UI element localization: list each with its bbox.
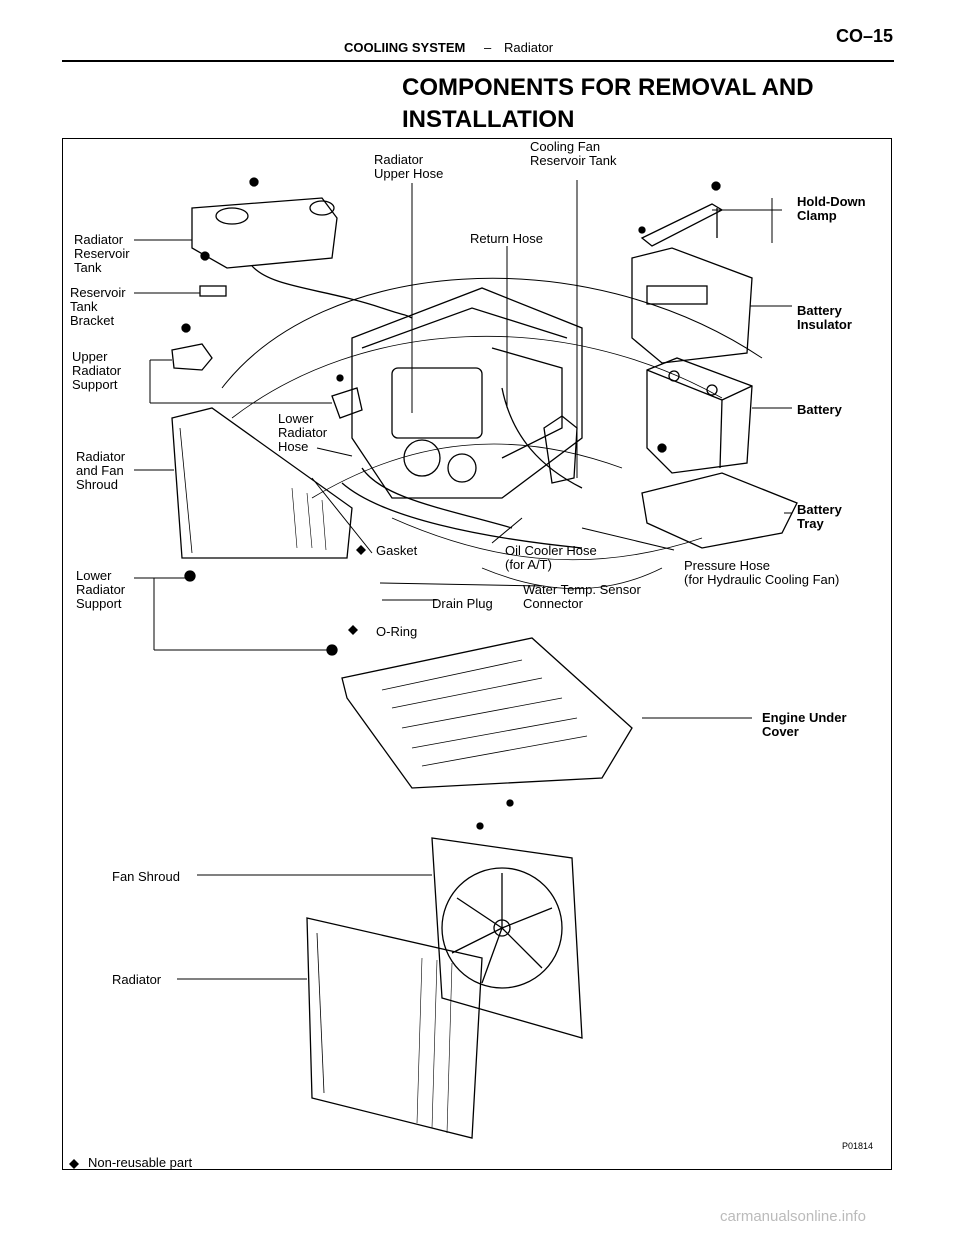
engine-under-cover-drawing xyxy=(341,637,633,789)
fan-shroud-drawing xyxy=(431,837,583,1039)
figure-code: P01814 xyxy=(842,1141,874,1151)
bottom-radiator-drawing xyxy=(306,917,483,1139)
label-lower-radiator-hose: Lower Radiator Hose xyxy=(278,411,328,454)
label-water-temp-sensor-connector: Water Temp. Sensor Connector xyxy=(523,582,641,611)
label-drain-plug: Drain Plug xyxy=(432,596,493,611)
reservoir-bracket-drawing xyxy=(199,285,227,297)
label-radiator-and-fan-shroud: Radiator and Fan Shroud xyxy=(76,449,126,492)
label-return-hose: Return Hose xyxy=(470,231,543,246)
cooling-fan-reservoir-drawing xyxy=(543,415,578,484)
component-illustration xyxy=(69,177,798,1169)
non-reusable-marks xyxy=(69,545,366,1169)
header-rule xyxy=(62,60,894,62)
upper-support-drawing xyxy=(171,343,213,371)
label-gasket: Gasket xyxy=(376,543,418,558)
battery-insulator-drawing xyxy=(631,247,753,364)
battery-drawing xyxy=(646,357,753,474)
label-reservoir-tank-bracket: Reservoir Tank Bracket xyxy=(70,285,126,328)
label-lower-radiator-support: Lower Radiator Support xyxy=(76,568,126,611)
header-subsection: Radiator xyxy=(504,40,554,55)
hold-down-clamp-drawing xyxy=(640,203,724,247)
header-separator: – xyxy=(484,40,492,55)
label-battery-tray: Battery Tray xyxy=(797,502,842,531)
label-o-ring: O-Ring xyxy=(376,624,418,639)
header-section: COOLIING SYSTEM xyxy=(344,40,466,55)
label-hold-down-clamp: Hold-Down Clamp xyxy=(797,194,866,223)
label-fan-shroud: Fan Shroud xyxy=(112,869,180,884)
label-radiator-upper-hose: Radiator Upper Hose xyxy=(374,152,444,181)
label-cooling-fan-reservoir-tank: Cooling Fan Reservoir Tank xyxy=(530,139,617,168)
label-engine-under-cover: Engine Under Cover xyxy=(762,710,847,739)
label-battery: Battery xyxy=(797,402,842,417)
diagram-frame xyxy=(62,138,892,1170)
watermark: carmanualsonline.info xyxy=(720,1208,866,1225)
label-pressure-hose: Pressure Hose (for Hydraulic Cooling Fan… xyxy=(684,558,840,587)
radiator-reservoir-tank-drawing xyxy=(191,197,413,319)
engine-block-drawing xyxy=(351,287,583,499)
label-oil-cooler-hose: Oil Cooler Hose (for A/T) xyxy=(505,543,597,572)
label-radiator: Radiator xyxy=(112,972,162,987)
label-battery-insulator: Battery Insulator xyxy=(797,303,852,332)
radiator-assembly-drawing xyxy=(171,407,353,559)
page-title: COMPONENTS FOR REMOVAL AND INSTALLATION xyxy=(402,74,814,133)
leader-lines xyxy=(134,180,792,980)
battery-tray-drawing xyxy=(641,472,798,549)
label-radiator-reservoir-tank: Radiator Reservoir Tank xyxy=(74,232,130,275)
bolts xyxy=(181,177,721,830)
label-upper-radiator-support: Upper Radiator Support xyxy=(72,349,122,392)
page-number: CO–15 xyxy=(836,26,894,46)
legend-non-reusable-part: Non-reusable part xyxy=(88,1155,193,1170)
upper-support-2-drawing xyxy=(331,387,363,419)
